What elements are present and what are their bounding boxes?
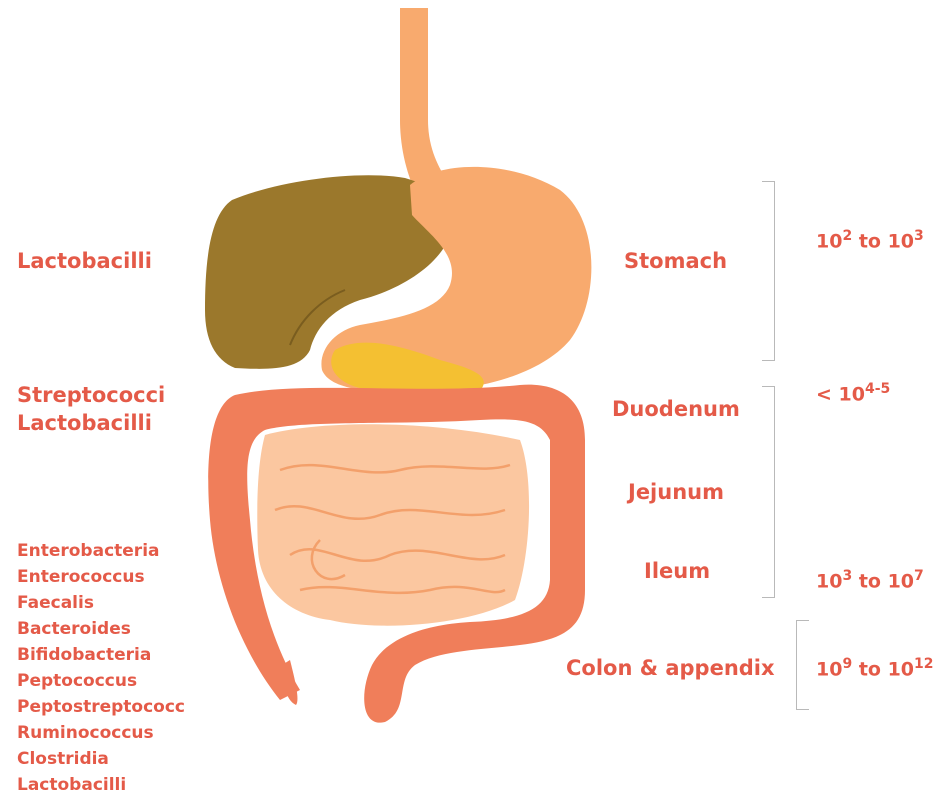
stomach-bacteria-label: Lactobacilli <box>17 249 152 273</box>
bacteria-item: Ruminococcus <box>17 720 185 746</box>
organ-label-colon: Colon & appendix <box>566 656 775 680</box>
organ-label-duodenum: Duodenum <box>612 397 740 421</box>
small-intestine <box>257 424 529 625</box>
bacteria-item: Enterococcus <box>17 564 185 590</box>
organ-label-ileum: Ileum <box>644 559 710 583</box>
bacteria-item: Peptostreptococc <box>17 694 185 720</box>
bracket-small-intestine <box>762 386 775 598</box>
bracket-colon <box>796 620 809 710</box>
organ-label-stomach: Stomach <box>624 249 727 273</box>
small-intestine-bacteria-labels: Streptococci Lactobacilli <box>17 381 165 437</box>
bacteria-item: Bifidobacteria <box>17 642 185 668</box>
count-stomach: 102 to 103 <box>816 228 924 252</box>
bacteria-item: Lactobacilli <box>17 772 185 798</box>
bracket-stomach <box>762 181 775 361</box>
bacteria-item: Lactobacilli <box>17 409 165 437</box>
bacteria-item: Bacteroides <box>17 616 185 642</box>
bacteria-item: Peptococcus <box>17 668 185 694</box>
colon-bacteria-list: Enterobacteria Enterococcus Faecalis Bac… <box>17 538 185 798</box>
bacteria-item: Clostridia <box>17 746 185 772</box>
organ-label-jejunum: Jejunum <box>628 480 724 504</box>
count-colon: 109 to 1012 <box>816 656 934 680</box>
count-upper-intestine: < 104-5 <box>816 381 890 405</box>
bacteria-item: Enterobacteria <box>17 538 185 564</box>
count-ileum: 103 to 107 <box>816 568 924 592</box>
appendix <box>282 660 297 705</box>
bacteria-item: Streptococci <box>17 381 165 409</box>
bacteria-item: Faecalis <box>17 590 185 616</box>
